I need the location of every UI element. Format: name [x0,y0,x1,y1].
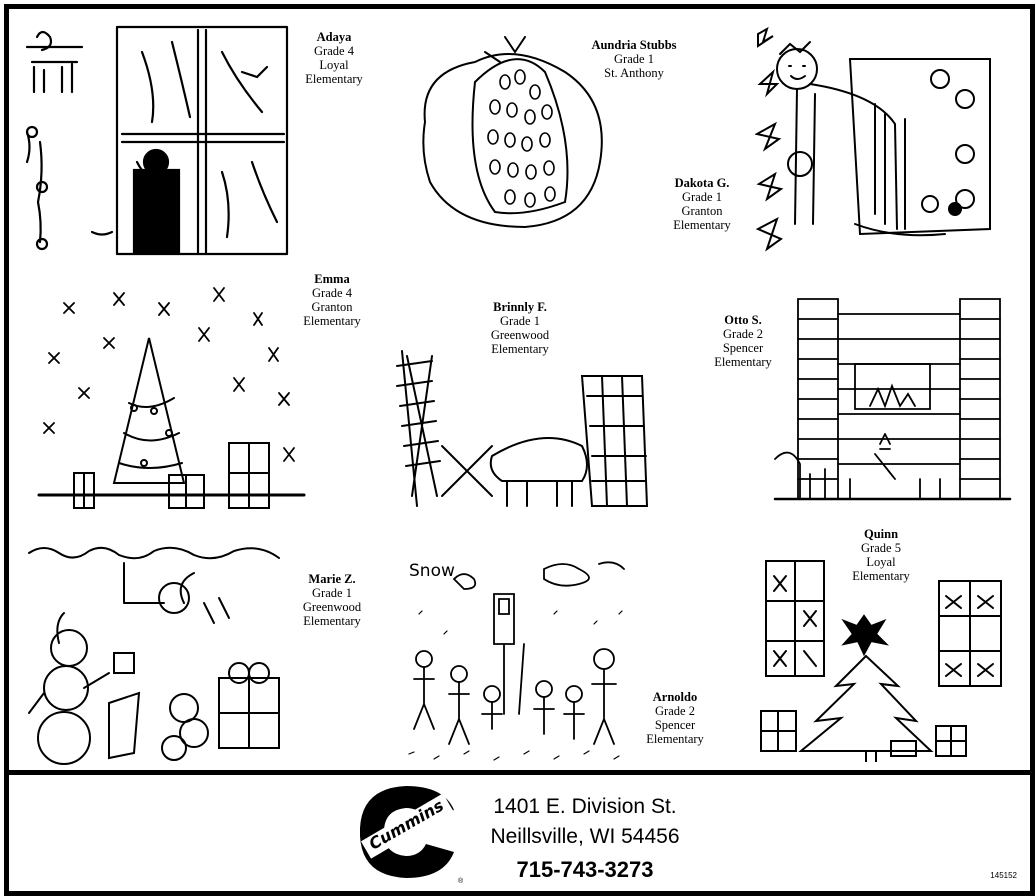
artist-grade: Grade 2 [655,704,695,718]
caption-aundria: Aundria Stubbs Grade 1 St. Anthony [574,38,694,80]
drawing-brinnly-scene [392,346,654,510]
drawing-dakota-stars [755,24,1013,260]
caption-marie: Marie Z. Grade 1 Greenwood Elementary [272,572,392,628]
artist-school: Granton [681,204,723,218]
artist-name: Dakota G. [674,176,730,190]
drawing-quinn-windows [756,556,1008,762]
drawing-otto-fireplace [770,294,1013,506]
cummins-logo: Cummins [352,780,460,884]
artist-school-type: Elementary [303,314,361,328]
address-line-1: 1401 E. Division St. [493,795,677,818]
artist-school: Granton [311,300,353,314]
artist-grade: Grade 1 [312,586,352,600]
document-code: 145152 [990,871,1017,880]
artist-school: Loyal [866,555,896,569]
phone-number: 715-743-3273 [516,857,654,882]
caption-brinnly: Brinnly F. Grade 1 Greenwood Elementary [460,300,580,356]
artist-school: St. Anthony [604,66,664,80]
artist-school-type: Elementary [305,72,363,86]
registered-mark: ® [458,878,464,885]
caption-otto: Otto S. Grade 2 Spencer Elementary [683,313,803,369]
snow-word-text: Snow [409,561,455,581]
footer-contact: 1401 E. Division St. Neillsville, WI 544… [470,792,700,886]
artist-school: Greenwood [302,600,362,614]
artist-name: Aundria Stubbs [591,38,677,52]
artist-school-type: Elementary [714,355,772,369]
drawing-arnoldo-snow: Snow [404,554,636,768]
address-line-2: Neillsville, WI 54456 [490,825,680,848]
drawing-aundria-tree [415,22,615,232]
drawing-adaya-window [22,22,292,257]
artist-school: Spencer [722,341,764,355]
caption-adaya: Adaya Grade 4 Loyal Elementary [274,30,394,86]
artist-grade: Grade 5 [861,541,901,555]
caption-emma: Emma Grade 4 Granton Elementary [272,272,392,328]
artist-grade: Grade 4 [312,286,352,300]
artist-name: Brinnly F. [493,300,547,314]
artist-name: Quinn [863,527,899,541]
artist-name: Otto S. [724,313,762,327]
artist-grade: Grade 1 [500,314,540,328]
caption-arnoldo: Arnoldo Grade 2 Spencer Elementary [615,690,735,746]
artist-grade: Grade 1 [614,52,654,66]
artist-school-type: Elementary [852,569,910,583]
artist-school-type: Elementary [491,342,549,356]
artist-grade: Grade 2 [723,327,763,341]
artist-school-type: Elementary [303,614,361,628]
drawing-marie-snowmen [24,543,294,769]
artist-grade: Grade 1 [682,190,722,204]
artist-school-type: Elementary [646,732,704,746]
drawing-emma-tree [34,283,310,509]
caption-quinn: Quinn Grade 5 Loyal Elementary [821,527,941,583]
artist-name: Arnoldo [652,690,698,704]
artist-name: Emma [314,272,350,286]
artist-name: Marie Z. [308,572,356,586]
artist-school: Spencer [654,718,696,732]
page-frame [4,4,1035,896]
caption-dakota: Dakota G. Grade 1 Granton Elementary [642,176,762,232]
artist-name: Adaya [316,30,352,44]
artist-grade: Grade 4 [314,44,354,58]
footer-divider [4,770,1035,775]
artist-school-type: Elementary [673,218,731,232]
artist-school: Greenwood [490,328,550,342]
artist-school: Loyal [319,58,349,72]
